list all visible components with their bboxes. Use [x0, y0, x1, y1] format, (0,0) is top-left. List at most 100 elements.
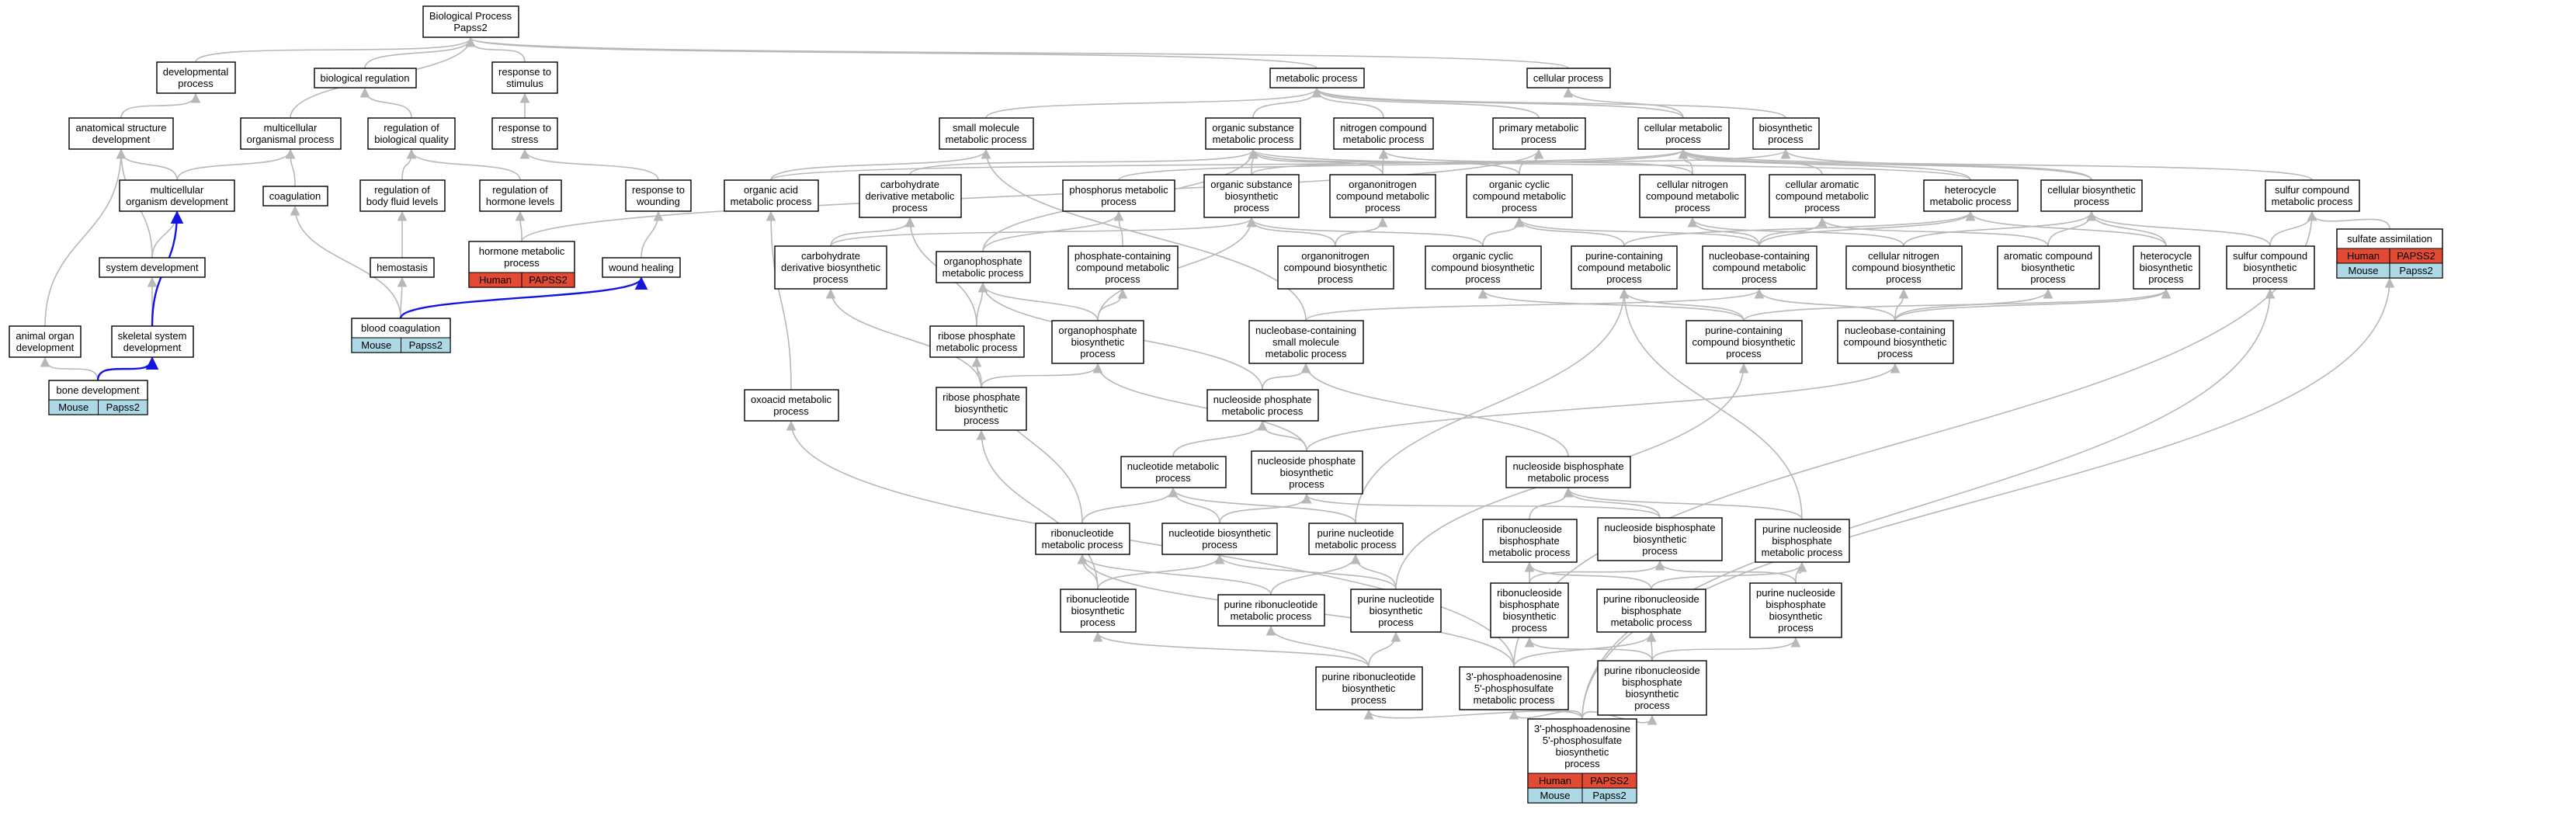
go-term-node[interactable]: 3'-phosphoadenosine5'-phosphosulfatemeta…	[1459, 666, 1569, 710]
go-term-label: process	[1741, 273, 1777, 285]
go-term-label: purine ribonucleotide	[1322, 671, 1416, 682]
go-term-node[interactable]: metabolic process	[1269, 68, 1365, 89]
go-term-label: biosynthetic	[1071, 605, 1125, 616]
go-term-box	[1571, 245, 1678, 290]
go-term-node[interactable]: wound healing	[602, 257, 681, 278]
go-term-node[interactable]: coagulation	[262, 186, 328, 207]
is-a-edge	[1378, 148, 1693, 175]
go-term-node[interactable]: biological regulation	[314, 68, 417, 89]
go-term-label: organic cyclic	[1453, 250, 1514, 262]
is-a-edge	[1654, 560, 1797, 584]
go-term-node[interactable]: hemostasis	[370, 257, 435, 278]
go-term-label: hemostasis	[377, 262, 428, 273]
go-term-node[interactable]: system development	[99, 257, 206, 278]
go-term-label: cellular process	[1533, 72, 1604, 84]
go-term-box	[936, 387, 1027, 431]
go-term-label: purine nucleotide	[1317, 527, 1394, 539]
go-term-node[interactable]: purine ribonucleosidebisphosphatemetabol…	[1596, 589, 1706, 633]
go-term-label: biosynthetic	[1280, 467, 1334, 478]
go-term-box	[1997, 245, 2100, 290]
go-term-node[interactable]: ribonucleosidebisphosphatebiosyntheticpr…	[1490, 582, 1569, 638]
go-term-node[interactable]: nucleoside bisphosphatebiosyntheticproce…	[1597, 517, 1723, 561]
go-term-label: multicellular	[264, 122, 318, 134]
go-term-label: development	[16, 342, 75, 353]
go-term-node[interactable]: purine nucleosidebisphosphatebiosyntheti…	[1749, 582, 1842, 638]
go-term-node[interactable]: purine ribonucleosidebisphosphatebiosynt…	[1597, 660, 1707, 716]
is-a-edge	[44, 148, 127, 327]
gene-label: PAPSS2	[2397, 250, 2435, 262]
go-term-node[interactable]: cellular process	[1526, 68, 1611, 89]
go-term-label: process	[1234, 202, 1269, 214]
go-term-node[interactable]: 3'-phosphoadenosine5'-phosphosulfatebios…	[1527, 718, 1637, 804]
go-term-box	[1923, 179, 2019, 212]
go-term-label: purine-containing	[1705, 325, 1783, 336]
go-term-label: process	[1634, 700, 1670, 711]
